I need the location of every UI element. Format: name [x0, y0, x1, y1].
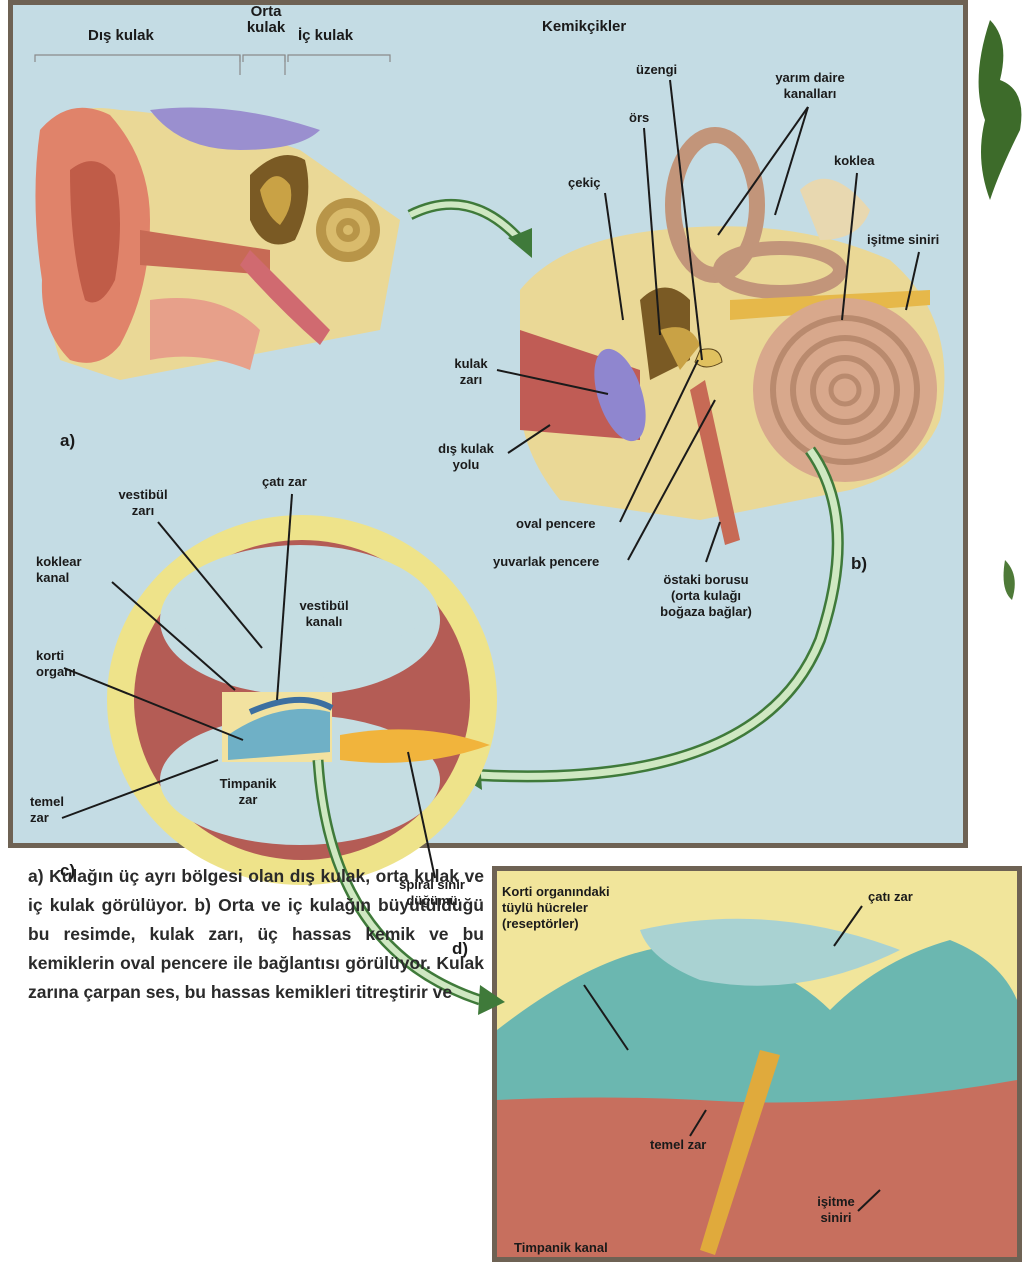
label-kemikcikler: Kemikçikler — [542, 19, 626, 35]
label-dis-kulak-yolu: dış kulak yolu — [424, 441, 508, 473]
label-korti-organi: korti organı — [36, 648, 76, 680]
figure-caption: a) Kulağın üç ayrı bölgesi olan dış kula… — [28, 862, 484, 1007]
label-koklea: koklea — [834, 153, 874, 169]
label-oval-pencere: oval pencere — [516, 516, 596, 532]
label-a: a) — [60, 433, 75, 449]
label-vestibul-kanali: vestibül kanalı — [290, 598, 358, 630]
label-yarim-daire-kanallari: yarım daire kanalları — [760, 70, 860, 102]
arrow-a-to-b — [410, 204, 532, 258]
label-cekic: çekiç — [568, 175, 601, 191]
label-koklear-kanal: koklear kanal — [36, 554, 82, 586]
organ-of-corti-detail — [497, 919, 1017, 1257]
label-ic-kulak: İç kulak — [298, 28, 353, 44]
label-kulak-zari: kulak zarı — [446, 356, 496, 388]
label-b: b) — [851, 556, 867, 572]
label-timpanik-zar: Timpanik zar — [210, 776, 286, 808]
label-korti-tuylu-hucreler: Korti organındaki tüylü hücreler (resept… — [502, 884, 610, 932]
label-temel-zar-c: temel zar — [30, 794, 64, 826]
middle-inner-ear-illustration — [520, 135, 944, 545]
cochlea-cross-section — [107, 515, 497, 885]
label-orta-kulak: Orta kulak — [238, 4, 294, 36]
label-timpanik-kanal: Timpanik kanal — [514, 1240, 608, 1256]
region-brackets — [35, 55, 390, 75]
label-cati-zar-c: çatı zar — [262, 474, 307, 490]
label-ors: örs — [629, 110, 649, 126]
label-isitme-siniri-d: işitme siniri — [806, 1194, 866, 1226]
label-vestibul-zari: vestibül zarı — [110, 487, 176, 519]
label-uzengi: üzengi — [636, 62, 677, 78]
label-cati-zar-d: çatı zar — [868, 889, 913, 905]
label-dis-kulak: Dış kulak — [88, 28, 154, 44]
label-yuvarlak-pencere: yuvarlak pencere — [493, 554, 599, 570]
label-ostaki-borusu: östaki borusu (orta kulağı boğaza bağlar… — [643, 572, 769, 620]
label-isitme-siniri: işitme siniri — [867, 232, 939, 248]
label-temel-zar-d: temel zar — [650, 1137, 706, 1153]
outer-ear-illustration — [35, 108, 400, 381]
foliage-decoration — [979, 20, 1022, 600]
